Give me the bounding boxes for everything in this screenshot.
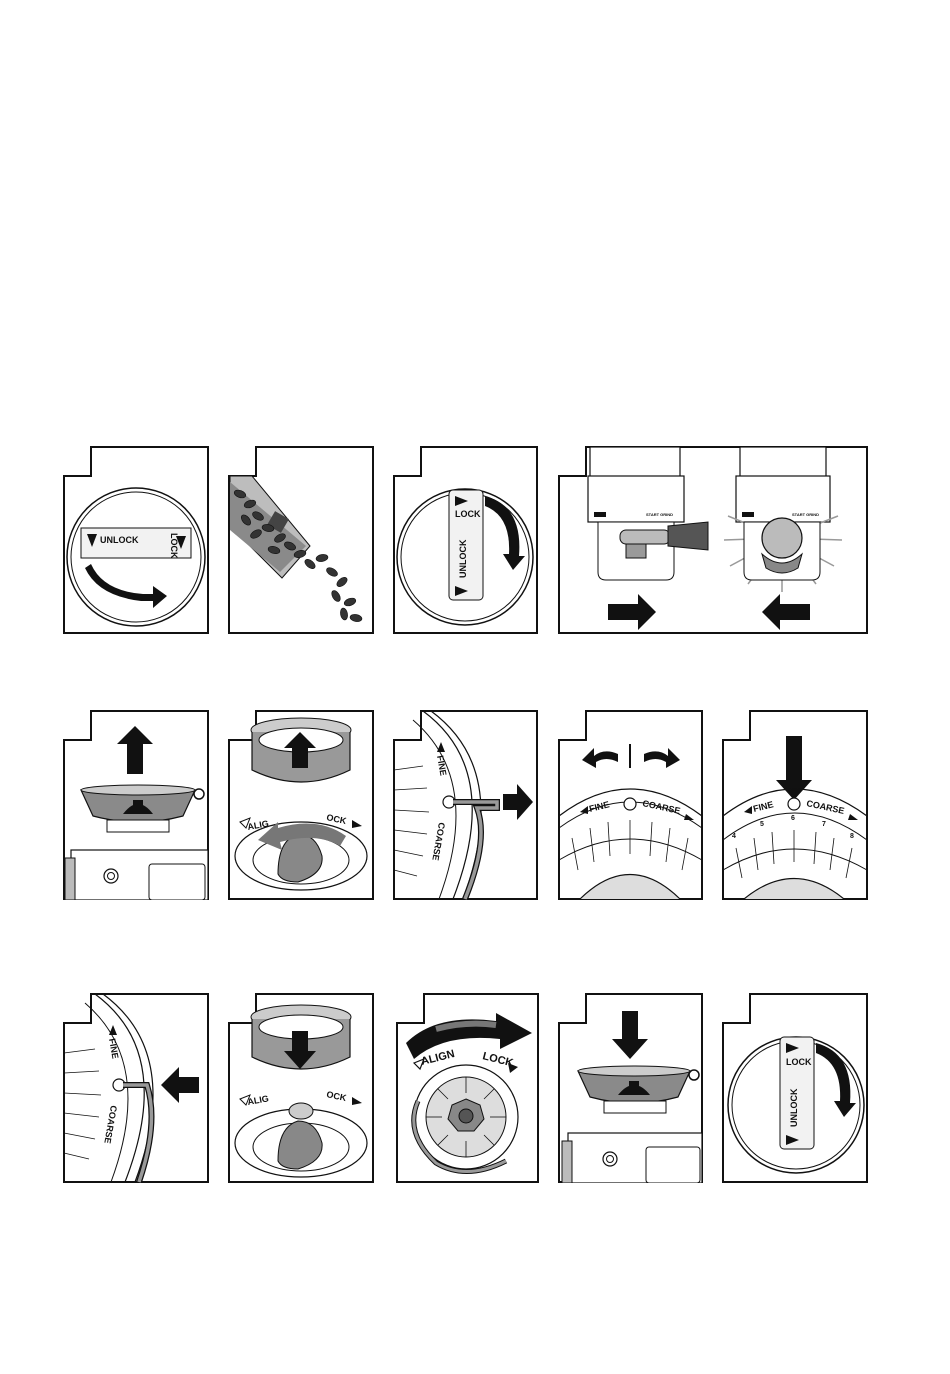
step-panel-remove-upper-burr: ALIG OCK xyxy=(228,710,374,900)
start-grind-label: START GRIND xyxy=(646,512,673,517)
step-panel-insert-ring: FINE COARSE xyxy=(63,993,209,1183)
setting-number: 5 xyxy=(760,821,764,828)
setting-number: 6 xyxy=(791,815,795,822)
step-panel-replace-hopper xyxy=(558,993,703,1183)
setting-number: 8 xyxy=(850,833,854,840)
step-panel-lock-hopper: LOCK UNLOCK xyxy=(393,446,538,634)
unlock-label: UNLOCK xyxy=(789,1088,799,1127)
step-panel-lock-burr: ALIGN LOCK xyxy=(396,993,539,1183)
step-panel-remove-ring: FINE COARSE xyxy=(393,710,538,900)
step-panel-portafilter: START GRIND START GRIND xyxy=(558,446,868,634)
power-button-icon xyxy=(603,1152,617,1166)
setting-number: 4 xyxy=(732,833,736,840)
step-panel-lock-hopper-final: LOCK UNLOCK xyxy=(722,993,868,1183)
lock-label: LOCK xyxy=(455,509,481,519)
start-grind-label-2: START GRIND xyxy=(792,512,819,517)
step-panel-insert-upper-burr: ALIG OCK xyxy=(228,993,374,1183)
step-panel-unlock-hopper: UNLOCK LOCK xyxy=(63,446,209,634)
step-panel-remove-hopper xyxy=(63,710,209,900)
step-panel-select-setting: FINE COARSE 4 5 6 7 8 xyxy=(722,710,868,900)
unlock-label: UNLOCK xyxy=(100,535,139,545)
lock-label: LOCK xyxy=(786,1057,812,1067)
step-panel-fill-beans xyxy=(228,446,374,634)
setting-number: 7 xyxy=(822,821,826,828)
unlock-label: UNLOCK xyxy=(458,539,468,578)
power-button-icon xyxy=(104,869,118,883)
step-panel-adjust-grind: FINE COARSE xyxy=(558,710,703,900)
